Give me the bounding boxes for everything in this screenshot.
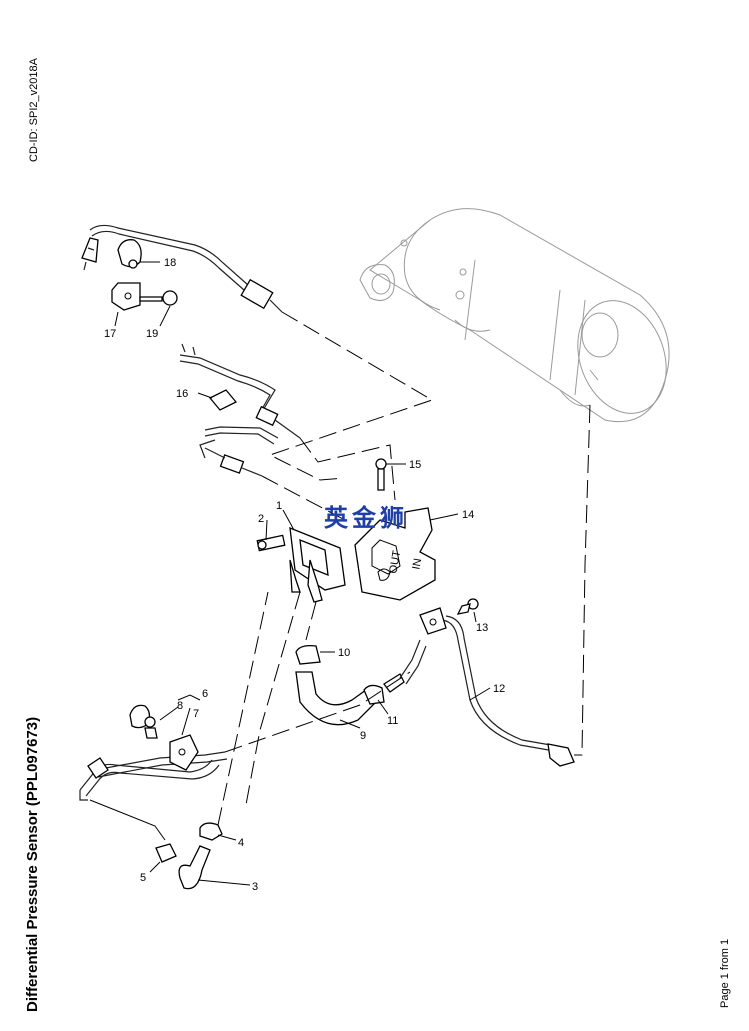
connection-lines: [217, 311, 591, 826]
callout-4: 4: [238, 837, 244, 849]
sensor-bracket-illustration: OUT IN: [354, 458, 436, 601]
callout-14: 14: [462, 509, 474, 521]
callout-19: 19: [146, 328, 158, 340]
callout-17: 17: [104, 328, 116, 340]
callout-8: 8: [177, 700, 183, 712]
harness-upper: [81, 224, 283, 313]
watermark: 英金狮: [324, 504, 408, 532]
callout-12: 12: [493, 683, 505, 695]
callout-labels: 1 2 3 4 5 6 7 8 9 10 11 12 13 14 15 16 1…: [104, 257, 505, 893]
particulate-filter-illustration: [359, 208, 670, 423]
callout-11: 11: [387, 715, 398, 727]
callout-2: 2: [258, 513, 264, 525]
callout-7: 7: [193, 708, 199, 720]
callout-18: 18: [164, 257, 176, 269]
callout-10: 10: [338, 647, 350, 659]
cd-id-label: CD-ID: SPI2_v2018A: [28, 58, 40, 162]
callout-6: 6: [202, 688, 208, 700]
harness-middle: [179, 343, 301, 477]
page-title: Differential Pressure Sensor (PPL097673): [24, 716, 41, 1012]
page-number: Page 1 from 1: [719, 938, 731, 1008]
bracket-out-mark: OUT: [387, 549, 403, 574]
bracket-in-mark: IN: [410, 557, 424, 570]
callout-15: 15: [409, 459, 421, 471]
callout-5: 5: [140, 872, 146, 884]
leader-lines: [89, 261, 491, 886]
hoses-illustration: [155, 598, 575, 890]
callout-9: 9: [360, 730, 366, 742]
pressure-sensor-illustration: [256, 526, 346, 603]
callout-13: 13: [476, 622, 488, 634]
callout-1: 1: [276, 500, 282, 512]
callout-16: 16: [176, 388, 188, 400]
callout-3: 3: [252, 881, 258, 893]
pipe-assembly-illustration: [79, 704, 228, 801]
